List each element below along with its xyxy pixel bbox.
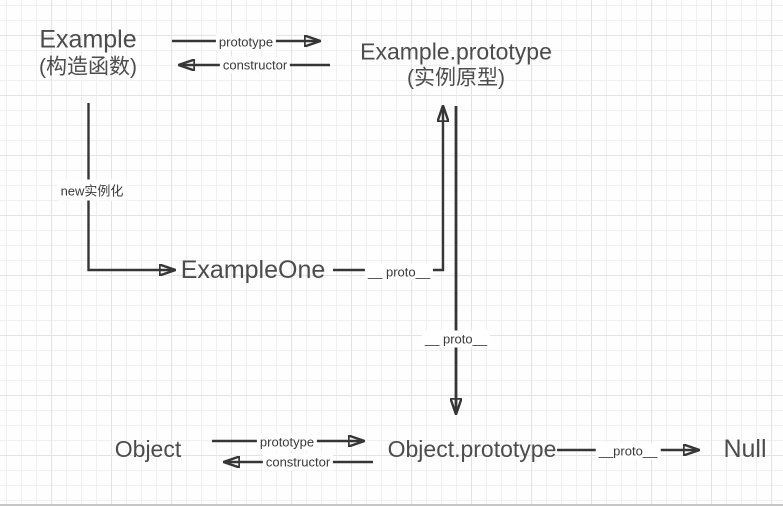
- node-example-title: Example: [39, 25, 137, 54]
- edge-label-constructor-bottom[interactable]: constructor: [262, 453, 334, 471]
- edge-label-prototype-bottom[interactable]: prototype: [256, 433, 318, 451]
- node-null[interactable]: Null: [723, 435, 766, 463]
- edge-proto-example-one[interactable]: [333, 106, 443, 272]
- node-object-title: Object: [114, 436, 182, 462]
- canvas-bottom-edge: [0, 504, 783, 506]
- edge-label-proto-example-one[interactable]: __ proto__: [364, 263, 434, 281]
- edge-label-constructor-top[interactable]: constructor: [219, 56, 291, 74]
- node-object-prototype[interactable]: Object.prototype: [388, 436, 557, 462]
- node-example-subtitle: (构造函数): [39, 55, 137, 79]
- node-example-one-title: ExampleOne: [180, 256, 326, 284]
- node-example[interactable]: Example (构造函数): [39, 26, 137, 81]
- edge-label-prototype-top[interactable]: prototype: [215, 33, 277, 51]
- edge-label-proto-null[interactable]: __proto__: [595, 442, 661, 460]
- node-example-prototype[interactable]: Example.prototype (实例原型): [360, 39, 552, 92]
- edge-label-proto-chain[interactable]: __ proto__: [421, 330, 491, 348]
- node-example-prototype-subtitle: (实例原型): [407, 66, 505, 90]
- node-null-title: Null: [723, 435, 767, 463]
- node-object[interactable]: Object: [115, 436, 181, 462]
- node-example-one[interactable]: ExampleOne: [181, 256, 326, 284]
- node-example-prototype-title: Example.prototype: [360, 38, 552, 65]
- node-object-prototype-title: Object.prototype: [387, 436, 557, 462]
- edge-new-instance[interactable]: [87, 103, 176, 270]
- edge-label-new-instance[interactable]: new实例化: [57, 179, 127, 201]
